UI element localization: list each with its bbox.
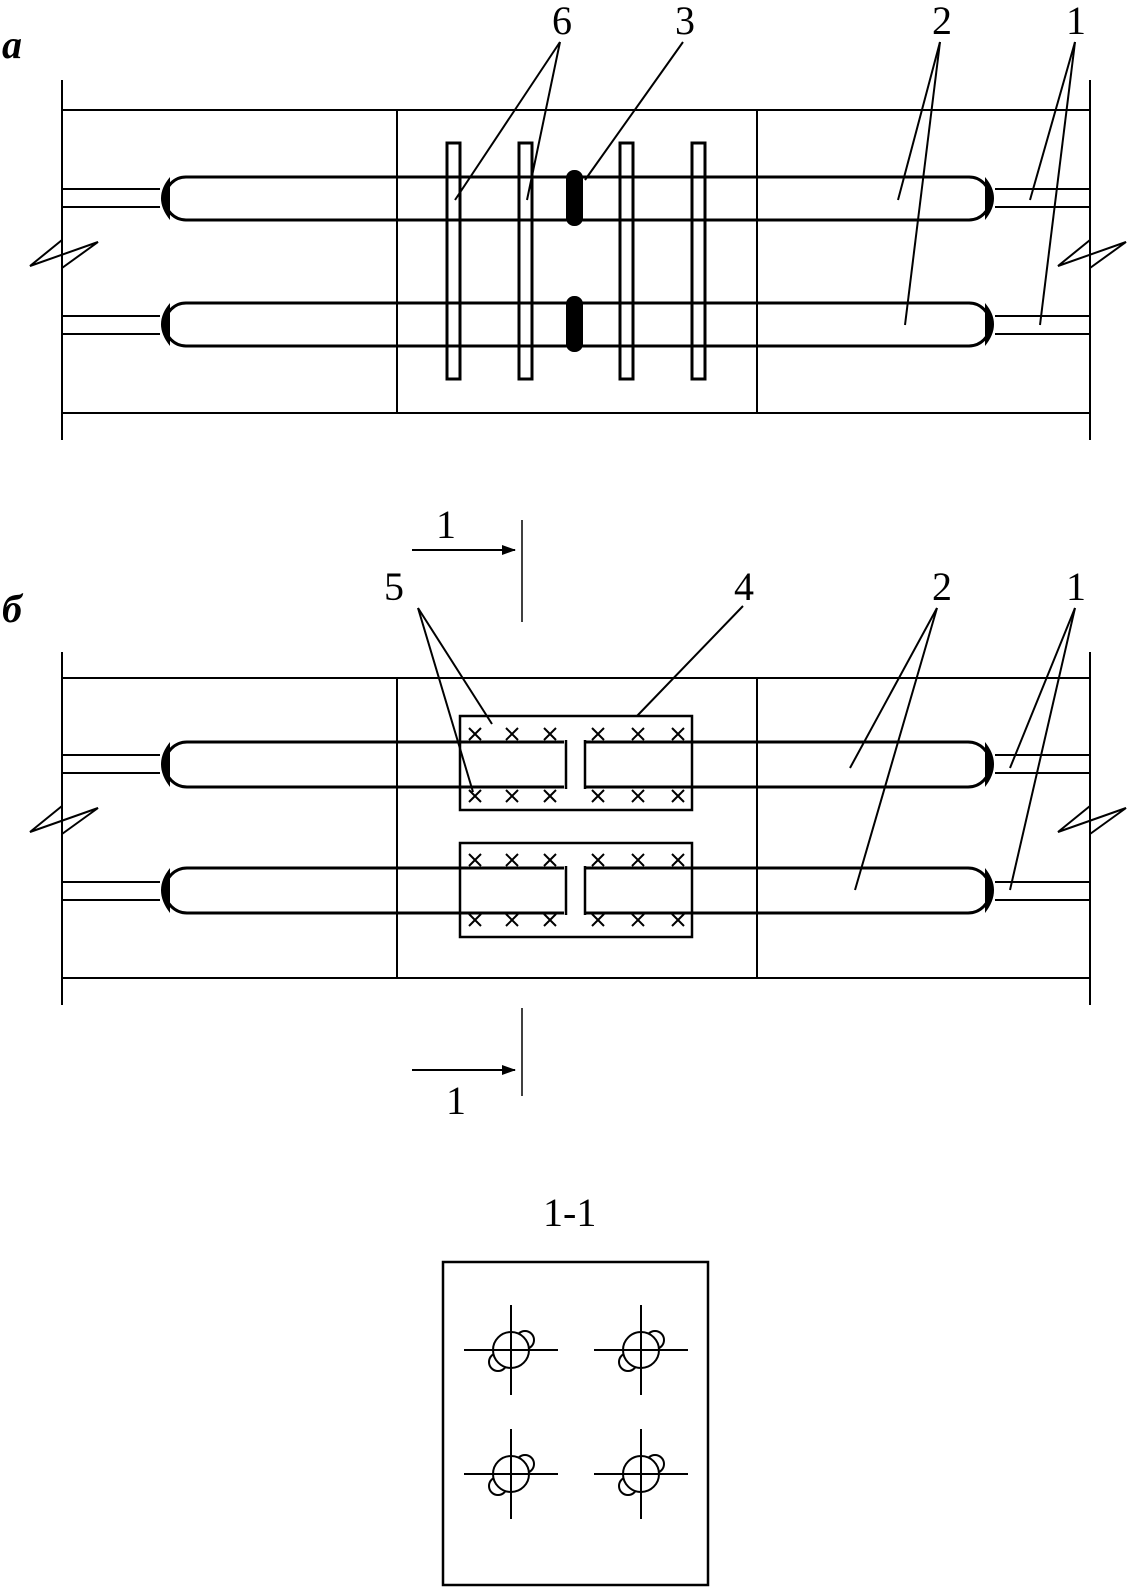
bolt-mark [468, 789, 482, 803]
callout-3: 3 [675, 0, 695, 43]
figure-a-frame [29, 80, 1127, 440]
section-mark-bottom: 1 [412, 1008, 523, 1123]
bolt-mark [671, 789, 685, 803]
callout-1b: 1 [1066, 564, 1086, 609]
figure-a-plates [445, 141, 707, 381]
bolt-mark [468, 727, 482, 741]
bar-cross-section [594, 1305, 688, 1395]
callout-6: 6 [552, 0, 572, 43]
bolt-mark [505, 853, 519, 867]
bolt-mark [631, 853, 645, 867]
figure-a: а [2, 0, 1127, 440]
bolt-mark [468, 913, 482, 927]
bolt-mark [505, 913, 519, 927]
figure-b-bar-row-1 [62, 740, 1090, 789]
figure-b-leaders [417, 605, 1076, 891]
bolt-mark [591, 853, 605, 867]
bolt-mark [631, 727, 645, 741]
figure-b: б 1 1 [2, 502, 1127, 1123]
figure-b-callouts: 5 4 2 1 [384, 564, 1086, 609]
figure-b-splice-plates [458, 714, 694, 939]
bar-cross-section [594, 1429, 688, 1519]
bolt-mark [505, 789, 519, 803]
bolt-mark [671, 913, 685, 927]
bolt-mark [591, 913, 605, 927]
bolt-mark [543, 913, 557, 927]
section-outline [441, 1260, 710, 1587]
callout-2: 2 [932, 0, 952, 43]
svg-text:1: 1 [436, 502, 456, 547]
bolt-mark [671, 853, 685, 867]
figure-b-label: б [2, 586, 24, 631]
section-mark-top: 1 [412, 502, 523, 622]
figure-a-label: а [2, 22, 22, 67]
section-1-1: 1-1 [441, 1190, 710, 1587]
bolt-mark [591, 789, 605, 803]
bolt-mark [543, 789, 557, 803]
figure-a-callouts: 6 3 2 1 [552, 0, 1086, 43]
callout-2b: 2 [932, 564, 952, 609]
svg-text:1: 1 [446, 1078, 466, 1123]
figure-b-bolts [468, 727, 685, 927]
section-bar-symbols [464, 1305, 688, 1519]
bolt-mark [543, 853, 557, 867]
bolt-mark [631, 913, 645, 927]
figure-a-butt-welds [566, 170, 583, 352]
bolt-mark [505, 727, 519, 741]
bar-cross-section [464, 1429, 558, 1519]
callout-1: 1 [1066, 0, 1086, 43]
bolt-mark [468, 853, 482, 867]
bar-cross-section [464, 1305, 558, 1395]
callout-5: 5 [384, 564, 404, 609]
callout-4: 4 [734, 564, 754, 609]
figure-b-frame [29, 652, 1127, 1005]
section-title: 1-1 [543, 1190, 596, 1235]
bolt-mark [591, 727, 605, 741]
bolt-mark [671, 727, 685, 741]
figure-b-bar-row-2 [62, 866, 1090, 915]
bolt-mark [631, 789, 645, 803]
figure-a-leaders [454, 41, 1076, 326]
bolt-mark [543, 727, 557, 741]
